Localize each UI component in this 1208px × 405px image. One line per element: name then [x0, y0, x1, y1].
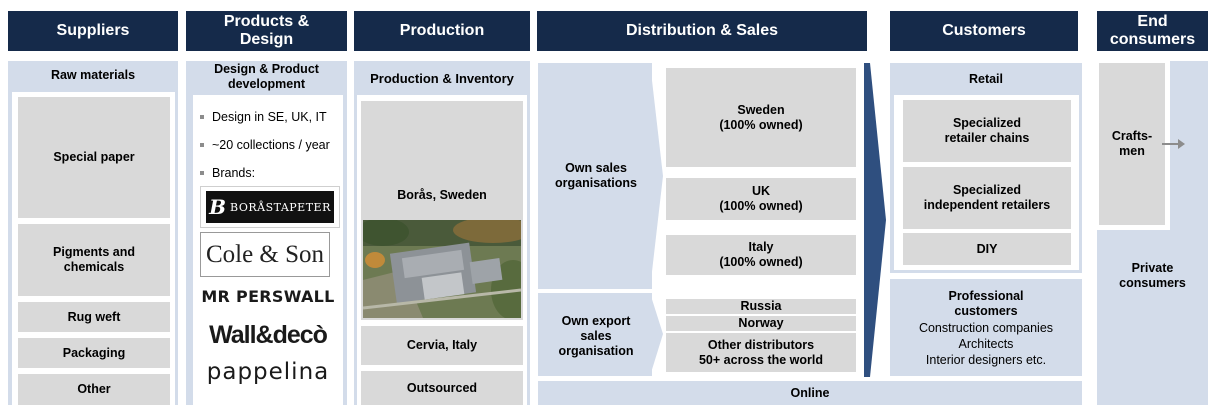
design-title: Design & Product development — [214, 62, 319, 91]
cole-son-logo: Cole & Son — [200, 232, 330, 277]
dist-sweden: Sweden (100% owned) — [666, 68, 856, 167]
pappelina-logo: pappelina — [206, 359, 330, 385]
distribution-arrow-icon — [864, 63, 886, 377]
boras-tapeter-logo: B BORÅSTAPETER — [200, 186, 340, 228]
supplier-rug-weft: Rug weft — [18, 302, 170, 332]
header-customers: Customers — [890, 11, 1078, 51]
professional-panel — [890, 279, 1082, 376]
raw-materials-title: Raw materials — [50, 68, 136, 82]
header-distribution-sales: Distribution & Sales — [537, 11, 867, 51]
online-channel: Online — [538, 381, 1082, 405]
dist-uk: UK (100% owned) — [666, 178, 856, 220]
header-suppliers: Suppliers — [8, 11, 178, 51]
bullet-brands: Brands: — [200, 164, 345, 182]
own-sales-label: Own sales organisations — [555, 161, 637, 190]
dist-italy: Italy (100% owned) — [666, 235, 856, 275]
supplier-packaging: Packaging — [18, 338, 170, 368]
site-outsourced: Outsourced — [361, 371, 523, 405]
header-production: Production — [354, 11, 530, 51]
production-inventory-title: Production & Inventory — [370, 70, 514, 86]
mr-perswall-logo: MR PERSWALL — [201, 286, 335, 306]
bullet-design-countries: Design in SE, UK, IT — [200, 108, 345, 126]
professional-architects: Architects — [958, 336, 1014, 351]
supplier-pigments-chemicals: Pigments and chemicals — [18, 224, 170, 296]
own-sales-chevron — [538, 63, 663, 289]
dist-other-distributors: Other distributors 50+ across the world — [666, 333, 856, 372]
factory-aerial-photo — [357, 217, 535, 320]
professional-construction: Construction companies — [918, 320, 1054, 335]
header-products-design: Products & Design — [186, 11, 347, 51]
dist-russia: Russia — [666, 299, 856, 314]
customer-diy: DIY — [903, 233, 1071, 265]
header-end-consumers: End consumers — [1097, 11, 1208, 51]
own-export-chevron — [538, 293, 663, 376]
end-private-consumers: Private consumers — [1119, 261, 1186, 290]
customer-retailer-chains: Specialized retailer chains — [903, 100, 1071, 162]
wall-deco-logo: Wall&decò — [209, 320, 328, 349]
customer-independent-retailers: Specialized independent retailers — [903, 167, 1071, 229]
supplier-other: Other — [18, 374, 170, 405]
craftsmen-arrow-icon — [1162, 139, 1185, 149]
site-cervia: Cervia, Italy — [361, 326, 523, 365]
supplier-special-paper: Special paper — [18, 97, 170, 218]
dist-norway: Norway — [666, 316, 856, 331]
professional-interior-designers: Interior designers etc. — [925, 352, 1047, 367]
site-boras-label: Borås, Sweden — [397, 187, 487, 202]
own-export-label: Own export sales organisation — [558, 313, 634, 358]
retail-title: Retail — [968, 71, 1004, 86]
professional-title: Professional customers — [948, 289, 1024, 318]
end-craftsmen: Crafts- men — [1099, 63, 1165, 225]
bullet-collections: ~20 collections / year — [200, 136, 345, 154]
